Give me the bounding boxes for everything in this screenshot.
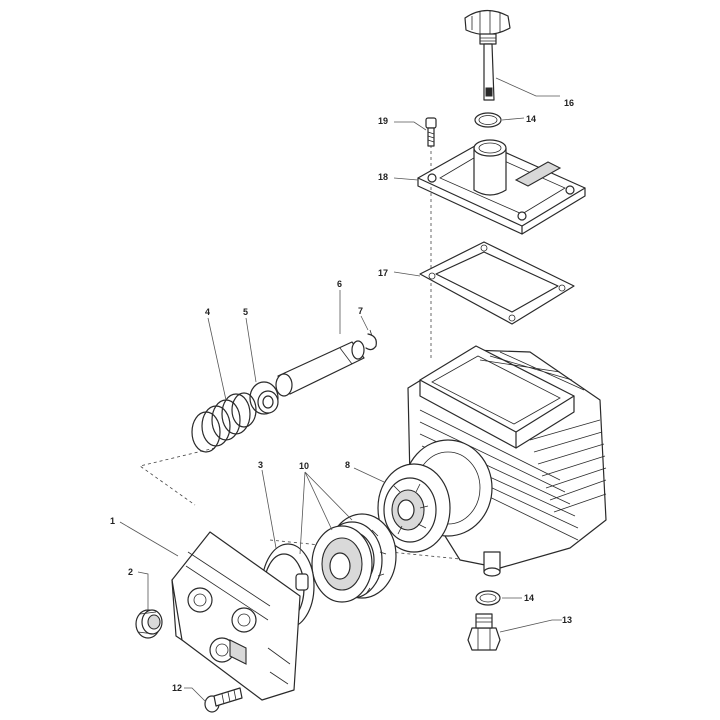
- part-13-drain-plug: [467, 613, 501, 651]
- callout-13: 13: [562, 615, 572, 625]
- part-8-bearing-carrier: [377, 463, 451, 553]
- part-5-washer: [249, 381, 279, 415]
- part-19-screw: [425, 117, 437, 147]
- part-4-spring: [191, 392, 257, 453]
- callout-12: 12: [172, 683, 182, 693]
- callout-16: 16: [564, 98, 574, 108]
- part-2-valve-plug: [135, 609, 163, 639]
- part-6-shaft: [275, 340, 365, 397]
- part-10-thrust-bearing: [311, 513, 397, 603]
- part-16-dipstick: [464, 9, 511, 101]
- callout-10: 10: [299, 461, 309, 471]
- part-17-gasket: [419, 241, 575, 325]
- callout-4: 4: [205, 307, 210, 317]
- part-12-bolt: [204, 687, 243, 713]
- callout-2: 2: [128, 567, 133, 577]
- callout-8: 8: [345, 460, 350, 470]
- callout-14-bottom: 14: [524, 593, 534, 603]
- leader-lines: [119, 77, 562, 703]
- part-1-pump-head: [171, 531, 309, 701]
- part-14-o-ring-bottom: [475, 590, 501, 606]
- part-14-o-ring-top: [474, 112, 502, 128]
- callout-18: 18: [378, 172, 388, 182]
- part-7-circlip: [365, 329, 377, 351]
- callout-6: 6: [337, 279, 342, 289]
- part-18-cover-plate: [417, 139, 586, 235]
- callout-3: 3: [258, 460, 263, 470]
- callout-5: 5: [243, 307, 248, 317]
- callout-1: 1: [110, 516, 115, 526]
- callout-7: 7: [358, 306, 363, 316]
- callout-14-top: 14: [526, 114, 536, 124]
- alignment-guides: [139, 145, 471, 561]
- callout-17: 17: [378, 268, 388, 278]
- callout-19: 19: [378, 116, 388, 126]
- callout-labels: 16 14 19 18 17 6 7 5 4 8 10 3 1 2 12 14 …: [110, 98, 574, 693]
